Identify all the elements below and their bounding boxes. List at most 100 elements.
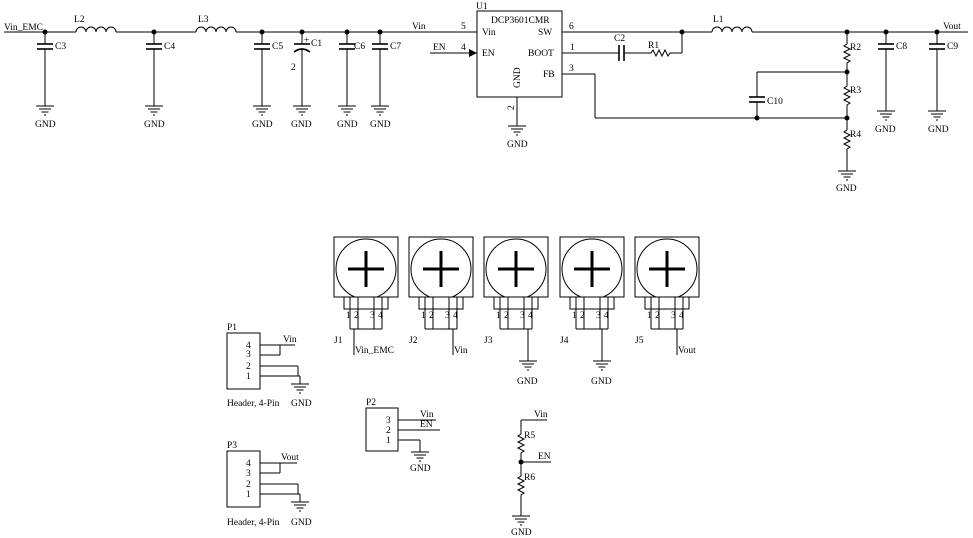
gnd-label: GND bbox=[507, 140, 528, 150]
capacitor-c6-label: C6 bbox=[354, 42, 365, 52]
pin-name-fb: FB bbox=[543, 70, 555, 80]
gnd-label: GND bbox=[875, 125, 896, 135]
header-pin: 3 bbox=[246, 469, 251, 479]
resistor-r1-label: R1 bbox=[648, 41, 659, 51]
resistor-r3-label: R3 bbox=[850, 86, 861, 96]
jack-pin: 1 bbox=[572, 311, 577, 321]
capacitor-c7: C7 GND bbox=[370, 32, 401, 130]
jack-pin: 2 bbox=[354, 311, 359, 321]
jack-pin: 2 bbox=[504, 311, 509, 321]
pin-name-boot: BOOT bbox=[528, 49, 554, 59]
resistor-r5-label: R5 bbox=[524, 431, 535, 441]
capacitor-c9: C9 GND bbox=[927, 32, 958, 135]
capacitor-c8: C8 GND bbox=[875, 32, 907, 135]
header-pin: 4 bbox=[246, 459, 251, 469]
resistor-r2-label: R2 bbox=[850, 43, 861, 53]
net-label-vin-emc: Vin_EMC bbox=[4, 23, 43, 33]
jack-pin: 3 bbox=[671, 311, 676, 321]
jack-pin: 2 bbox=[655, 311, 660, 321]
capacitor-c1-plus: + bbox=[304, 36, 309, 46]
capacitor-c3: C3 GND bbox=[35, 32, 66, 130]
gnd-label: GND bbox=[410, 464, 431, 474]
jack-j1: 1 2 3 4 J1 Vin_EMC bbox=[332, 235, 400, 356]
pin-num: 4 bbox=[461, 43, 466, 53]
gnd-label: GND bbox=[144, 120, 165, 130]
gnd-label: GND bbox=[291, 120, 312, 130]
jack-j5: 1 2 3 4 J5 Vout bbox=[633, 235, 701, 356]
gnd-label: GND bbox=[836, 184, 857, 194]
jack-pin: 4 bbox=[453, 311, 458, 321]
gnd-label: GND bbox=[252, 120, 273, 130]
gnd-label: GND bbox=[511, 528, 532, 538]
jack-net: GND bbox=[517, 377, 538, 387]
jack-net: GND bbox=[591, 377, 612, 387]
gnd-label: GND bbox=[928, 125, 949, 135]
header-ref: P2 bbox=[366, 398, 376, 408]
jack-j2: 1 2 3 4 J2 Vin bbox=[407, 235, 475, 356]
inductor-l1-label: L1 bbox=[713, 15, 724, 25]
header-p1: P1 4 3 2 1 Vin Header, 4-Pin GND bbox=[226, 323, 312, 409]
net-label-vin: Vin bbox=[283, 335, 297, 345]
jack-pin: 3 bbox=[520, 311, 525, 321]
capacitor-c5: C5 GND bbox=[252, 32, 283, 130]
jack-pin: 1 bbox=[346, 311, 351, 321]
gnd-label: GND bbox=[370, 120, 391, 130]
capacitor-c1-label: C1 bbox=[311, 39, 322, 49]
jack-pin: 3 bbox=[445, 311, 450, 321]
net-label-vin: Vin bbox=[420, 410, 434, 420]
net-label-en: EN bbox=[433, 43, 446, 53]
header-ref: P3 bbox=[227, 441, 237, 451]
jack-j3: 1 2 3 4 J3 GND bbox=[482, 235, 550, 387]
net-label-vin: Vin bbox=[412, 22, 426, 32]
en-divider: Vin R5 EN R6 GND bbox=[511, 410, 551, 538]
jack-net: Vout bbox=[678, 346, 696, 356]
jack-pin: 3 bbox=[596, 311, 601, 321]
header-pin: 2 bbox=[246, 362, 251, 372]
inductor-l2 bbox=[75, 26, 117, 33]
jack-pin: 2 bbox=[429, 311, 434, 321]
jack-ref: J1 bbox=[334, 336, 343, 346]
net-label-vout: Vout bbox=[943, 22, 961, 32]
header-desc: Header, 4-Pin bbox=[227, 399, 280, 409]
header-pin: 1 bbox=[246, 490, 251, 500]
net-label-en: EN bbox=[420, 420, 433, 430]
jack-pin: 3 bbox=[370, 311, 375, 321]
capacitor-c10: C10 bbox=[749, 71, 847, 118]
pin-num: 5 bbox=[461, 22, 466, 32]
inductor-l3 bbox=[195, 26, 237, 33]
jack-ref: J2 bbox=[409, 336, 418, 346]
jack-ref: J3 bbox=[484, 336, 493, 346]
jack-pin: 1 bbox=[496, 311, 501, 321]
header-pin: 1 bbox=[386, 436, 391, 446]
header-pin: 4 bbox=[246, 341, 251, 351]
capacitor-c2-label: C2 bbox=[614, 34, 625, 44]
net-label-en: EN bbox=[538, 452, 551, 462]
jack-pin: 1 bbox=[647, 311, 652, 321]
pin-name-gnd: GND bbox=[513, 67, 523, 88]
capacitor-c3-label: C3 bbox=[55, 42, 66, 52]
inductor-l1 bbox=[711, 26, 753, 33]
header-pin: 1 bbox=[246, 372, 251, 382]
pin-num: 3 bbox=[569, 64, 574, 74]
input-filter: Vin_EMC L2 L3 C3 GND bbox=[4, 15, 477, 130]
jack-pin: 2 bbox=[580, 311, 585, 321]
capacitor-c10-label: C10 bbox=[767, 97, 783, 107]
pin-num: 2 bbox=[507, 105, 517, 110]
resistor-r4-label: R4 bbox=[850, 130, 861, 140]
ic-part: DCP3601CMR bbox=[491, 16, 550, 26]
jack-net: Vin_EMC bbox=[355, 346, 394, 356]
header-p2: P2 3 2 1 Vin EN GND bbox=[365, 398, 440, 474]
capacitor-c4: C4 GND bbox=[144, 32, 175, 130]
header-ref: P1 bbox=[227, 323, 237, 333]
jack-ref: J4 bbox=[560, 336, 569, 346]
capacitor-c4-label: C4 bbox=[164, 42, 175, 52]
gnd-label: GND bbox=[337, 120, 358, 130]
jack-pin: 4 bbox=[528, 311, 533, 321]
header-pin: 3 bbox=[246, 350, 251, 360]
resistor-r6-label: R6 bbox=[524, 473, 535, 483]
jack-ref: J5 bbox=[635, 336, 644, 346]
gnd-label: GND bbox=[35, 120, 56, 130]
ic-u1: U1 DCP3601CMR 5 Vin 4 EN 6 SW 1 BOOT 3 F… bbox=[430, 2, 575, 150]
header-pin: 2 bbox=[246, 480, 251, 490]
